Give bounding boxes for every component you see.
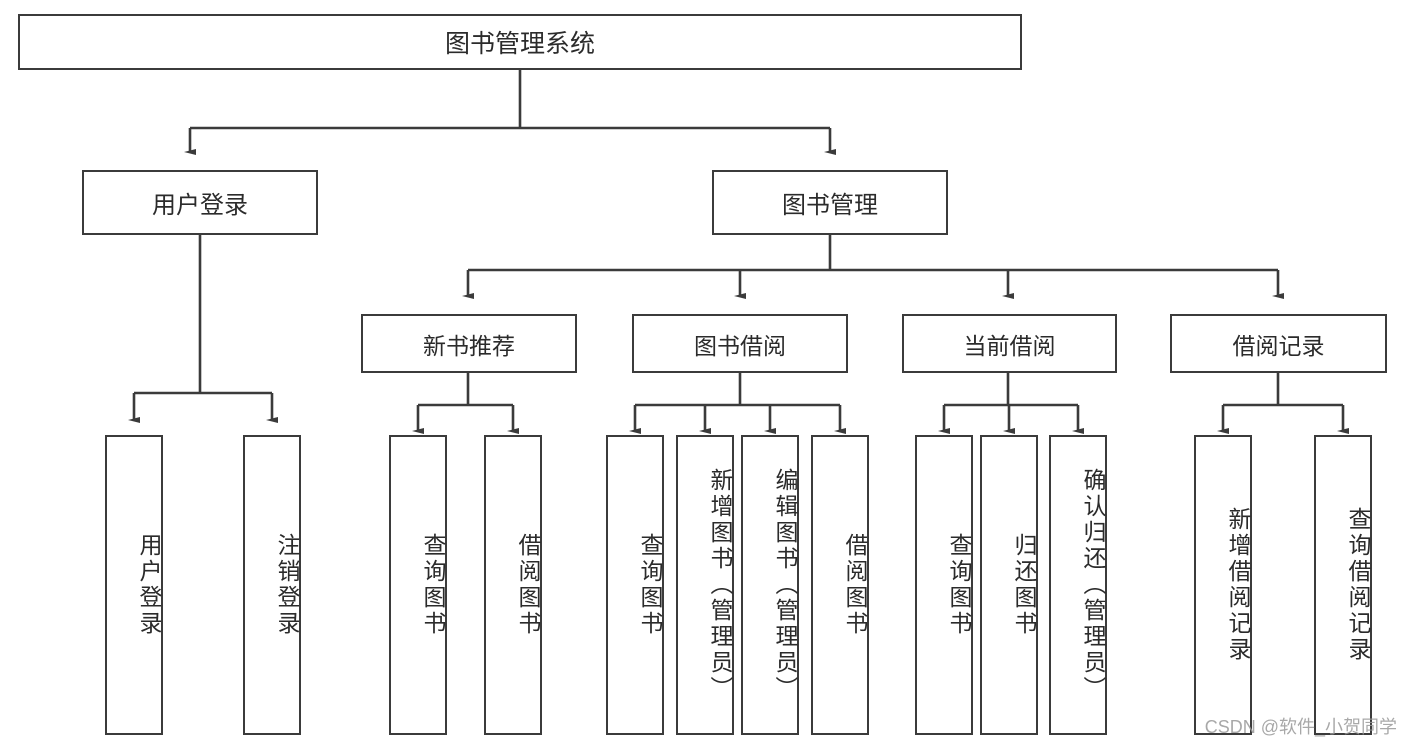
watermark: CSDN @软件_小贺同学	[1204, 717, 1397, 737]
node-label: 查询图书	[420, 533, 446, 637]
node-book-borrow[interactable]: 图书借阅	[632, 314, 848, 373]
leaf-book-borrow-borrow-books[interactable]: 借阅图书	[811, 435, 869, 735]
leaf-new-book-query-books[interactable]: 查询图书	[389, 435, 447, 735]
node-label: 新书推荐	[423, 332, 515, 359]
node-label: 新增借阅记录	[1225, 507, 1251, 663]
node-label: 查询图书	[946, 533, 972, 637]
leaf-current-borrow-query-books[interactable]: 查询图书	[915, 435, 973, 735]
node-label: 图书借阅	[694, 332, 786, 359]
leaf-new-book-borrow-books[interactable]: 借阅图书	[484, 435, 542, 735]
node-borrow-record[interactable]: 借阅记录	[1170, 314, 1387, 373]
node-label: 当前借阅	[963, 332, 1056, 359]
leaf-current-borrow-return-books[interactable]: 归还图书	[980, 435, 1038, 735]
leaf-book-borrow-edit-book-admin[interactable]: 编辑图书（管理员）	[741, 435, 799, 735]
node-label: 图书管理	[782, 192, 878, 219]
leaf-borrow-record-add-record[interactable]: 新增借阅记录	[1194, 435, 1252, 735]
node-label: 新增图书（管理员）	[707, 468, 733, 702]
node-current-borrow[interactable]: 当前借阅	[902, 314, 1117, 373]
leaf-borrow-record-query-record[interactable]: 查询借阅记录	[1314, 435, 1372, 735]
node-label: 查询图书	[637, 533, 663, 637]
node-label: 借阅图书	[842, 533, 868, 637]
node-book-management[interactable]: 图书管理	[712, 170, 948, 235]
leaf-book-borrow-add-book-admin[interactable]: 新增图书（管理员）	[676, 435, 734, 735]
node-label: 借阅记录	[1232, 332, 1325, 359]
leaf-current-borrow-confirm-return-admin[interactable]: 确认归还（管理员）	[1049, 435, 1107, 735]
node-label: 注销登录	[274, 533, 300, 637]
node-root-book-management-system[interactable]: 图书管理系统	[18, 14, 1022, 70]
leaf-user-login[interactable]: 用户登录	[105, 435, 163, 735]
node-label: 借阅图书	[515, 533, 541, 637]
node-label: 用户登录	[136, 533, 162, 637]
node-label: 查询借阅记录	[1345, 507, 1371, 663]
node-label: 归还图书	[1011, 533, 1037, 637]
node-label: 用户登录	[152, 192, 248, 219]
node-new-book-recommend[interactable]: 新书推荐	[361, 314, 577, 373]
node-label: 确认归还（管理员）	[1080, 468, 1106, 702]
node-user-login[interactable]: 用户登录	[82, 170, 318, 235]
leaf-book-borrow-query-books[interactable]: 查询图书	[606, 435, 664, 735]
node-label: 图书管理系统	[444, 30, 595, 58]
node-label: 编辑图书（管理员）	[772, 468, 798, 702]
leaf-logout[interactable]: 注销登录	[243, 435, 301, 735]
